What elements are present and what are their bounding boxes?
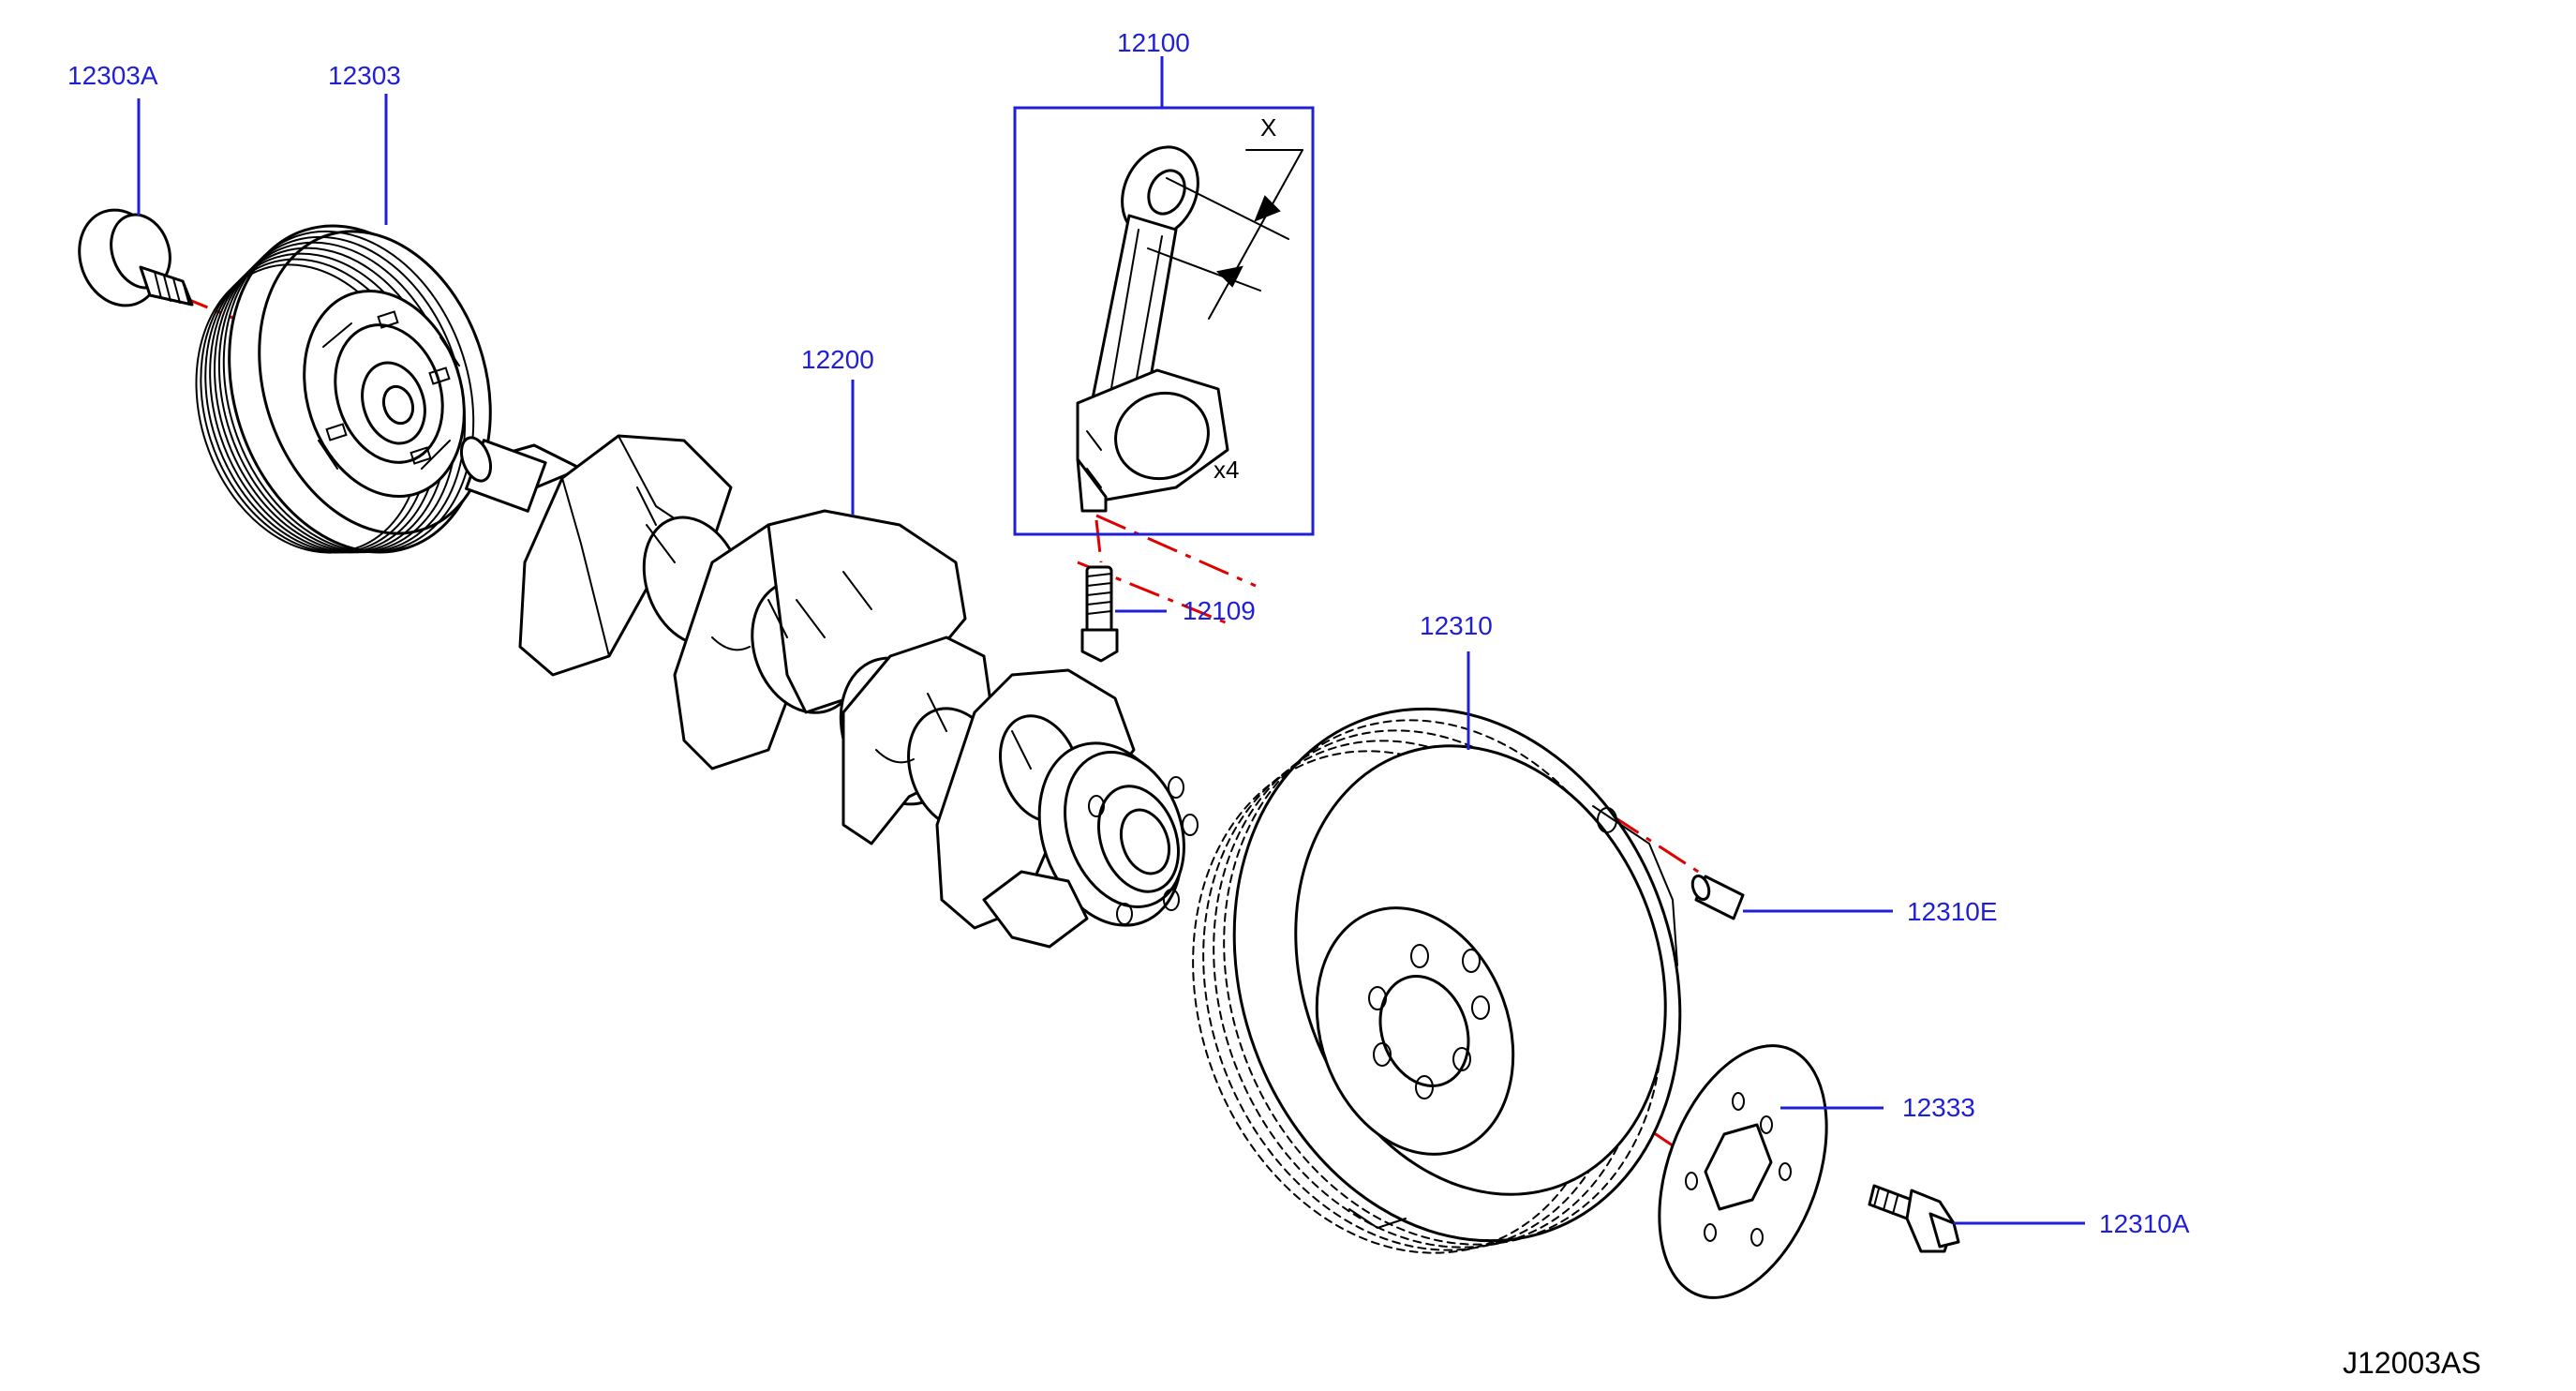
callout-12303: 12303 <box>328 61 401 90</box>
dimension-x-label: X <box>1260 113 1276 142</box>
callout-12310E: 12310E <box>1907 897 1998 926</box>
callout-12310: 12310 <box>1420 611 1493 640</box>
diagram-code: J12003AS <box>2343 1346 2481 1380</box>
callout-labels: 12303A 12303 12100 12200 12109 12310 123… <box>67 28 2190 1238</box>
crankshaft-12200[interactable] <box>456 434 1206 949</box>
leaders <box>137 56 2085 1225</box>
crank-pulley-12303[interactable] <box>160 193 528 586</box>
crank-pulley-bolt-12303A[interactable] <box>67 199 194 317</box>
quantity-label: x4 <box>1214 456 1239 484</box>
callout-12100: 12100 <box>1117 28 1190 57</box>
flywheel-bolt-12310A[interactable] <box>1868 1184 1960 1253</box>
flywheel-12310[interactable] <box>1124 646 1752 1312</box>
connecting-rod-detail-frame <box>1013 106 1315 536</box>
callout-12310A: 12310A <box>2099 1209 2190 1238</box>
callout-12303A: 12303A <box>67 61 158 90</box>
connecting-rod-12100[interactable]: X x4 <box>1013 106 1315 536</box>
connecting-rod-bolt-12109[interactable] <box>1080 565 1119 663</box>
callout-12109: 12109 <box>1183 596 1256 625</box>
dowel-pin-12310E[interactable] <box>1690 874 1745 920</box>
callout-12333: 12333 <box>1902 1093 1975 1122</box>
callout-12200: 12200 <box>801 345 874 374</box>
